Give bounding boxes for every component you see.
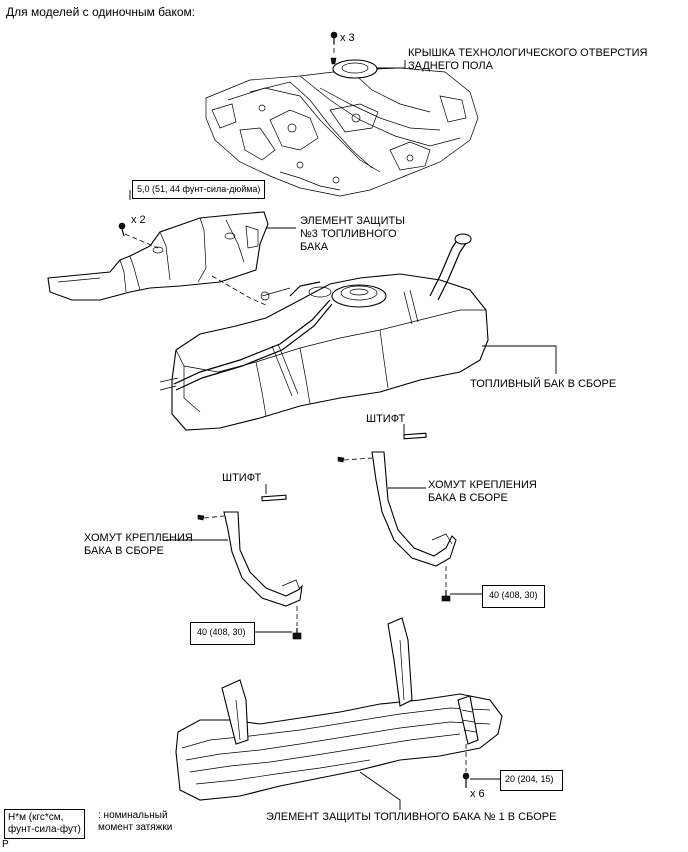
leader-line	[482, 345, 557, 374]
protector1-bolt-icon	[462, 772, 470, 788]
fuel-tank-assembly	[159, 233, 489, 431]
leader-line	[211, 275, 269, 307]
fuel-tank-protector-no3	[47, 211, 269, 301]
band-left-bolt-icon	[292, 628, 302, 640]
rear-floor-body	[205, 67, 479, 197]
leader-line	[359, 771, 401, 810]
tank-band-right	[337, 451, 457, 567]
page-title: Для моделей с одиночным баком:	[6, 5, 196, 19]
band-right-label: ХОМУТ КРЕПЛЕНИЯ БАКА В СБОРЕ	[428, 479, 537, 504]
protector1-bolt-quantity: x 6	[470, 788, 485, 800]
protector-no3-label: ЭЛЕМЕНТ ЗАЩИТЫ №3 ТОПЛИВНОГО БАКА	[300, 215, 405, 253]
cover-screw-quantity: x 3	[340, 32, 355, 44]
protector3-bolt-quantity: x 2	[131, 214, 146, 226]
protector3-torque-box: 5,0 (51, 44 фунт-сила-дюйма)	[132, 180, 266, 199]
service-hole-cover	[330, 40, 378, 79]
cover-screw-icon	[330, 31, 338, 44]
band-left-torque-box: 40 (408, 30)	[190, 622, 255, 645]
tank-band-left	[197, 511, 303, 607]
band-right-bolt-icon	[441, 590, 451, 602]
pin-right	[403, 432, 427, 440]
protector3-bolt-icon	[118, 222, 126, 237]
protector1-torque-box: 20 (204, 15)	[500, 770, 563, 791]
leader-line	[377, 60, 406, 69]
torque-units-legend: Н*м (кгс*см, фунт-сила-фут)	[4, 809, 85, 839]
pin-left	[261, 494, 287, 502]
service-hole-cover-label: КРЫШКА ТЕХНОЛОГИЧЕСКОГО ОТВЕРСТИЯ ЗАДНЕГ…	[408, 47, 648, 72]
band-right-torque-box: 40 (408, 30)	[482, 585, 545, 608]
figure-code: P	[2, 839, 9, 850]
pin-left-label: ШТИФТ	[222, 472, 262, 484]
leader-line	[124, 233, 159, 249]
band-left-label: ХОМУТ КРЕПЛЕНИЯ БАКА В СБОРЕ	[84, 532, 193, 557]
fuel-tank-protector-no1	[175, 617, 503, 801]
pin-right-label: ШТИФТ	[366, 413, 406, 425]
protector-no1-label: ЭЛЕМЕНТ ЗАЩИТЫ ТОПЛИВНОГО БАКА № 1 В СБО…	[266, 811, 557, 823]
torque-legend-description: : номинальный момент затяжки	[98, 810, 173, 833]
fuel-tank-label: ТОПЛИВНЫЙ БАК В СБОРЕ	[470, 378, 617, 390]
